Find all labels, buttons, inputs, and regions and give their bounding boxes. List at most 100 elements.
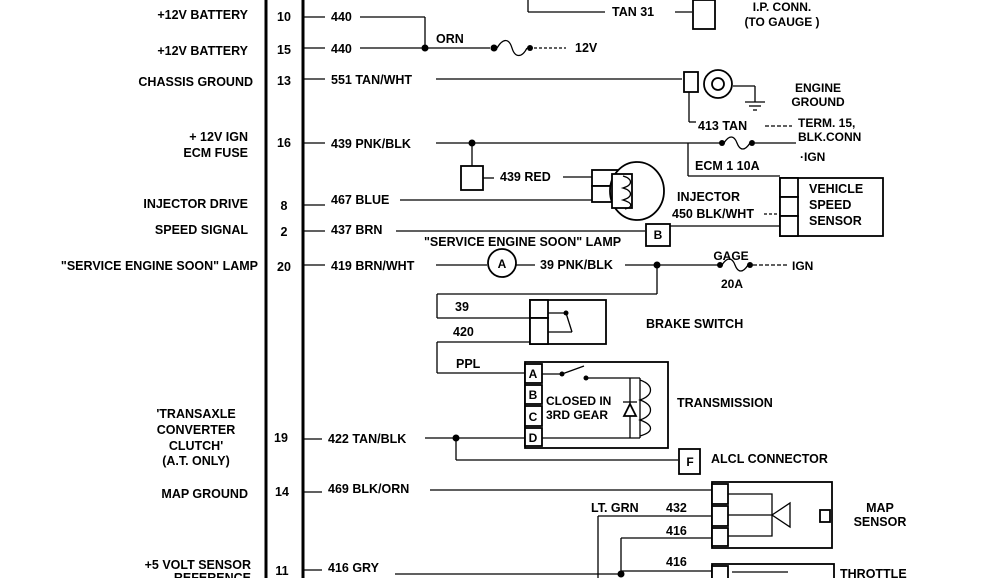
- func-label-ign-1: + 12V IGN: [189, 130, 248, 144]
- label-tan31: TAN 31: [612, 5, 654, 19]
- ses-lamp-symbol-letter: A: [498, 257, 507, 271]
- connector-439: [460, 165, 484, 191]
- func-label-tcc-4: (A.T. ONLY): [162, 454, 230, 468]
- wire-label-batt1: 440: [331, 10, 352, 24]
- wire-label-vref: 416 GRY: [328, 561, 380, 575]
- vss-pin-3: [779, 215, 799, 237]
- label-ip-conn: I.P. CONN.: [753, 0, 811, 14]
- pin-number-ses: 20: [277, 260, 291, 274]
- label-injector: INJECTOR: [677, 190, 740, 204]
- fuse-ecm: [723, 136, 751, 150]
- pin-number-vref: 11: [275, 564, 288, 578]
- func-label-batt1: +12V BATTERY: [157, 8, 248, 22]
- func-label-tcc-1: 'TRANSAXLE: [156, 407, 235, 421]
- label-engine-ground-2: GROUND: [791, 95, 845, 109]
- transmission-pin-b: [524, 384, 543, 405]
- wire-label-batt2: 440: [331, 42, 352, 56]
- alcl-connector-letter: F: [686, 455, 693, 469]
- func-label-batt2: +12V BATTERY: [157, 44, 248, 58]
- wire-label-inj: 467 BLUE: [331, 193, 389, 207]
- vss-pin-2: [779, 196, 799, 217]
- injector-plug: [611, 173, 633, 209]
- pin-number-inj: 8: [281, 199, 288, 213]
- label-ppl: PPL: [456, 357, 481, 371]
- brake-switch-contact-2: [565, 312, 573, 333]
- func-label-inj: INJECTOR DRIVE: [143, 197, 248, 211]
- ses-lamp-letter: B: [654, 228, 663, 242]
- label-vss-3: SENSOR: [809, 214, 862, 228]
- label-term15: TERM. 15,: [798, 116, 855, 130]
- label-432: 432: [666, 501, 687, 515]
- label-lt-grn: LT. GRN: [591, 501, 639, 515]
- map-sensor-port: [819, 509, 831, 523]
- pin-number-spd: 2: [281, 225, 288, 239]
- fuse-gage-end-right: [747, 262, 753, 268]
- brake-switch-contact-dot: [563, 310, 569, 316]
- vss-pin-1: [779, 177, 799, 198]
- pin-number-batt2: 15: [277, 43, 291, 57]
- ses-lamp-connector: [645, 223, 671, 247]
- label-brake-switch: BRAKE SWITCH: [646, 317, 743, 331]
- transmission-pin-d-label: D: [529, 431, 538, 445]
- func-label-vref-2: REFERENCE: [174, 571, 251, 578]
- label-ecm-fuse: ECM 1 10A: [695, 159, 760, 173]
- func-label-tcc-2: CONVERTER: [157, 423, 235, 437]
- label-to-gauge: (TO GAUGE ): [744, 15, 819, 29]
- brake-switch-pin-1: [529, 299, 549, 319]
- pin-number-batt1: 10: [277, 10, 291, 24]
- ip-connector-box: [692, 0, 716, 30]
- ground-device-core: [711, 77, 725, 91]
- label-w39: 39: [455, 300, 469, 314]
- func-label-tcc-3: CLUTCH': [169, 439, 223, 453]
- transmission-pin-c: [524, 405, 543, 427]
- map-sensor-pin-1: [711, 483, 729, 505]
- splice-vref: [617, 570, 625, 578]
- label-12v: 12V: [575, 41, 598, 55]
- label-map-1: MAP: [866, 501, 894, 515]
- label-orn: ORN: [436, 32, 464, 46]
- transmission-diode: [622, 401, 638, 417]
- throttle-sensor-pin: [711, 565, 729, 578]
- map-sensor-pin-3: [711, 527, 729, 547]
- throttle-sensor-body: [711, 563, 835, 578]
- wire-label-chgnd: 551 TAN/WHT: [331, 73, 412, 87]
- transmission-body: [524, 361, 669, 449]
- transmission-pin-a-label: A: [529, 367, 538, 381]
- func-label-ses: "SERVICE ENGINE SOON" LAMP: [61, 259, 258, 273]
- wire-label-ses: 419 BRN/WHT: [331, 259, 415, 273]
- transmission-pin-d: [524, 427, 543, 447]
- fuse-gage-end-left: [717, 262, 723, 268]
- fuse-ecm-end-right: [749, 140, 755, 146]
- transmission-solenoid-coil: [638, 379, 652, 437]
- fusible-link-12v: [496, 39, 528, 57]
- wire-label-mapgnd: 469 BLK/ORN: [328, 482, 409, 496]
- pin-number-mapgnd: 14: [275, 485, 289, 499]
- splice-batt: [421, 44, 429, 52]
- transmission-pin-b-label: B: [529, 388, 538, 402]
- func-label-spd: SPEED SIGNAL: [155, 223, 248, 237]
- wire-label-tcc: 422 TAN/BLK: [328, 432, 406, 446]
- func-label-ign-2: ECM FUSE: [183, 146, 248, 160]
- label-map-2: SENSOR: [854, 515, 907, 529]
- wire-label-ign: 439 PNK/BLK: [331, 137, 411, 151]
- label-39-pnkblk: 39 PNK/BLK: [540, 258, 613, 272]
- fuse-12v-end-right: [527, 45, 533, 51]
- label-throttle: THROTTLE: [840, 567, 907, 578]
- label-416b: 416: [666, 555, 687, 569]
- fuse-ecm-end-left: [719, 140, 725, 146]
- label-transmission: TRANSMISSION: [677, 396, 773, 410]
- label-416a: 416: [666, 524, 687, 538]
- fuse-gage: [721, 258, 749, 272]
- ground-device-housing: [683, 71, 699, 93]
- label-alcl: ALCL CONNECTOR: [711, 452, 828, 466]
- func-label-chgnd: CHASSIS GROUND: [138, 75, 253, 89]
- func-label-vref-1: +5 VOLT SENSOR: [145, 558, 251, 572]
- fuse-12v-end-left: [490, 44, 498, 52]
- pin-number-tcc: 19: [274, 431, 288, 445]
- label-ign-b: IGN: [792, 259, 813, 273]
- alcl-connector-box: [678, 448, 701, 475]
- pin-number-chgnd: 13: [277, 74, 291, 88]
- label-third-gear: 3RD GEAR: [546, 408, 608, 422]
- label-engine-ground-1: ENGINE: [795, 81, 841, 95]
